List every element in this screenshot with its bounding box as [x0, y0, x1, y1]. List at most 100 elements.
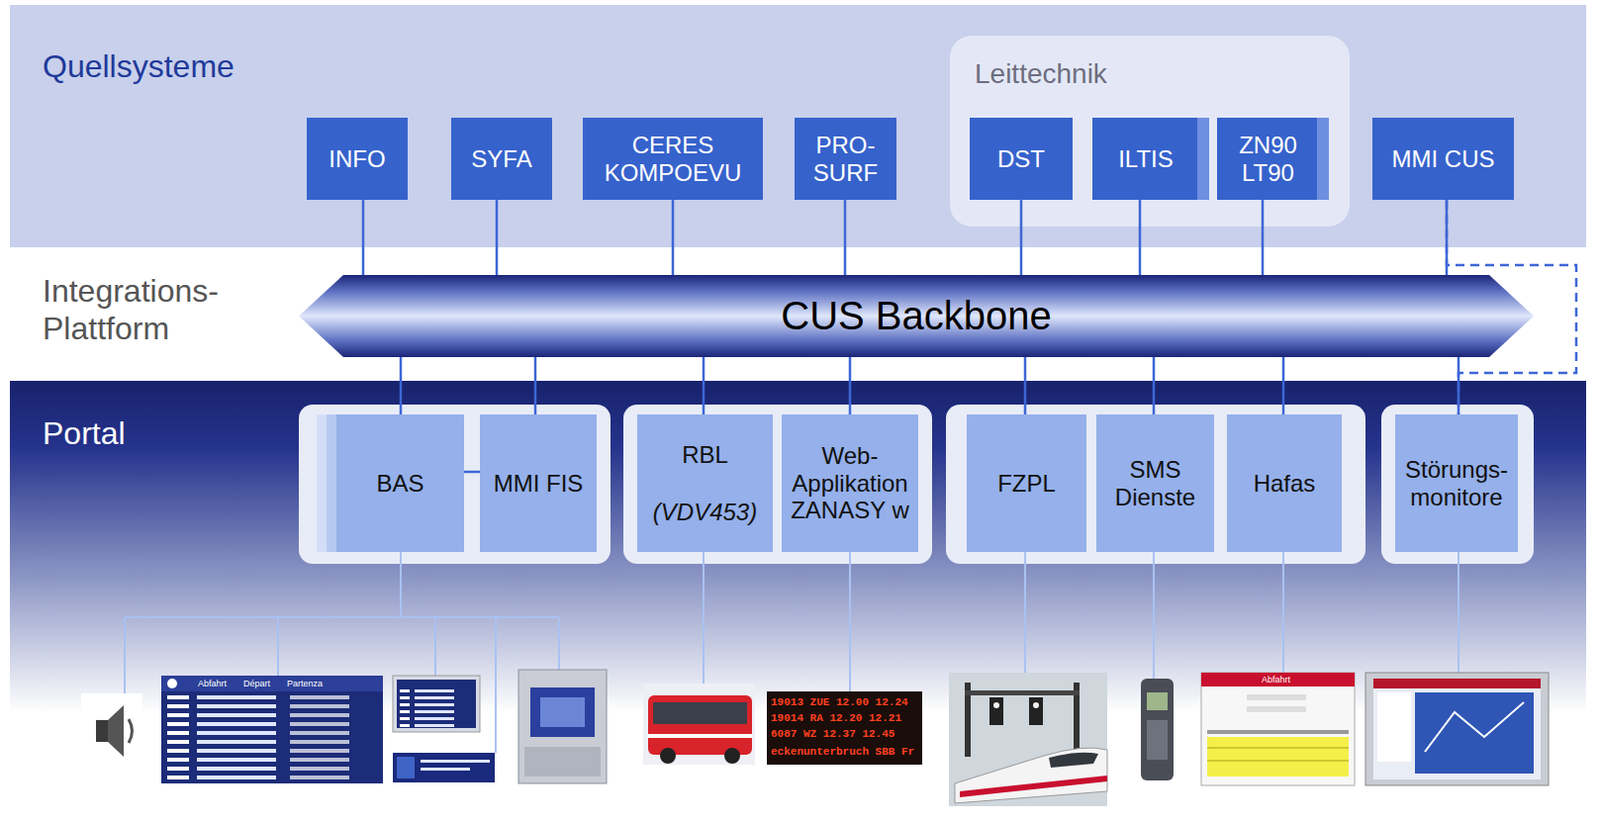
portal-box: MMI FIS — [479, 414, 597, 553]
connector-line — [1282, 357, 1286, 415]
box-label: INFO — [328, 145, 385, 174]
group-panel: LeittechnikDST ILTIS ZN90 LT90 — [949, 35, 1350, 227]
led-text: 19014 RA 12.20 12.21 — [770, 711, 902, 726]
hafas-screen — [1201, 672, 1355, 786]
connector-line — [844, 199, 848, 276]
connector-line — [534, 357, 538, 415]
train-photo — [1048, 752, 1099, 768]
loudspeaker-icon — [81, 693, 143, 770]
led-text: eckenunterbruch SBB Fr — [770, 745, 915, 759]
box-label: MMI CUS — [1392, 145, 1496, 174]
train-photo — [954, 748, 1108, 804]
leader-line — [703, 552, 1459, 692]
platform-display — [392, 752, 495, 783]
connector-line — [671, 199, 675, 276]
box-label: ZN90 LT90 — [1224, 131, 1312, 187]
ticket-kiosk — [540, 697, 585, 728]
box-label: BAS — [376, 470, 424, 498]
loudspeaker-icon — [95, 720, 108, 743]
train-photo — [1029, 697, 1043, 726]
layer-band: QuellsystemeINFOSYFACERES KOMPOEVUPRO- S… — [9, 4, 1587, 248]
led-display — [766, 691, 923, 765]
hafas-screen — [1246, 694, 1307, 701]
platform-display — [420, 767, 471, 771]
fault-monitor — [1365, 672, 1549, 786]
connector-line — [1138, 199, 1142, 276]
train-photo — [948, 672, 1108, 807]
fault-monitor — [1365, 672, 1549, 786]
train-photo — [959, 775, 1108, 798]
backbone-arrow: CUS Backbone — [298, 275, 1534, 358]
box-label: CUS Backbone — [780, 293, 1051, 339]
hafas-screen — [1246, 706, 1307, 713]
loudspeaker-icon — [107, 705, 124, 757]
source-system-box: ILTIS — [1092, 117, 1210, 200]
layer-title: Portal — [42, 414, 340, 453]
box-label: SYFA — [470, 145, 532, 174]
hafas-screen — [1207, 737, 1349, 777]
box-label: Störungs- monitore — [1403, 456, 1510, 511]
hafas-screen — [1207, 747, 1349, 750]
led-display — [766, 691, 923, 765]
portal-box: FZPL — [966, 414, 1087, 553]
mobile-phone — [1146, 720, 1168, 760]
layer-band: Integrations- Plattform CUS Backbone — [9, 247, 1587, 381]
hafas-screen — [1201, 672, 1355, 786]
box-label: PRO- SURF — [802, 131, 889, 187]
layer-title: Leittechnik — [974, 57, 1272, 92]
small-board — [392, 675, 480, 733]
train-photo — [1033, 702, 1039, 709]
portal-group — [1381, 404, 1534, 565]
train-photo — [964, 690, 1080, 696]
train-photo — [989, 697, 1004, 726]
bus-photo — [648, 695, 753, 755]
train-photo — [948, 672, 1108, 807]
departure-board — [161, 675, 383, 692]
bus-photo — [653, 702, 748, 725]
portal-box: Hafas — [1226, 414, 1342, 553]
departure-board — [161, 693, 383, 781]
small-board — [392, 675, 480, 733]
connector-line — [1152, 357, 1156, 415]
portal-group — [623, 404, 933, 565]
bus-photo — [648, 734, 753, 739]
connector-line — [702, 357, 706, 415]
portal-ground — [9, 380, 1587, 823]
hafas-screen — [1207, 730, 1349, 735]
box-label: MMI FIS — [493, 470, 584, 498]
screen-text: Partenza — [286, 677, 323, 690]
box-label: ILTIS — [1118, 145, 1174, 174]
connector-line — [1261, 199, 1265, 276]
mobile-phone — [1140, 678, 1174, 781]
connector-line — [495, 199, 499, 276]
platform-display — [392, 752, 495, 783]
platform-display — [396, 756, 415, 779]
train-photo — [993, 702, 1000, 709]
portal-box: SMS Dienste — [1096, 414, 1215, 553]
connector-line — [848, 357, 852, 415]
portal-box: Web- Applikation ZANASY w — [781, 414, 919, 553]
portal-box: RBL(VDV453) — [637, 414, 773, 553]
portal-group — [298, 404, 611, 565]
box-label: Hafas — [1253, 470, 1317, 498]
loudspeaker-icon — [128, 719, 133, 744]
connector-line — [1024, 357, 1028, 415]
led-text: 19013 ZUE 12.00 12.24 — [770, 695, 909, 710]
ticket-kiosk — [518, 669, 607, 784]
screen-text: Départ — [243, 677, 271, 690]
source-system-box: MMI CUS — [1372, 117, 1514, 200]
bus-photo — [724, 748, 741, 764]
ticket-kiosk — [530, 687, 595, 738]
source-system-box: CERES KOMPOEVU — [582, 117, 763, 200]
source-system-box: DST — [969, 117, 1073, 200]
screen-text: Abfahrt — [1261, 673, 1291, 686]
fault-monitor — [1414, 692, 1534, 774]
loudspeaker-icon — [81, 693, 143, 770]
bus-photo — [659, 748, 676, 764]
fault-monitor — [1424, 702, 1524, 753]
fault-monitor — [1373, 678, 1541, 689]
layer-title: Integrations- Plattform — [42, 272, 290, 349]
platform-display — [420, 759, 490, 763]
ticket-kiosk — [518, 669, 607, 784]
box-label: Web- Applikation ZANASY w — [789, 442, 911, 525]
